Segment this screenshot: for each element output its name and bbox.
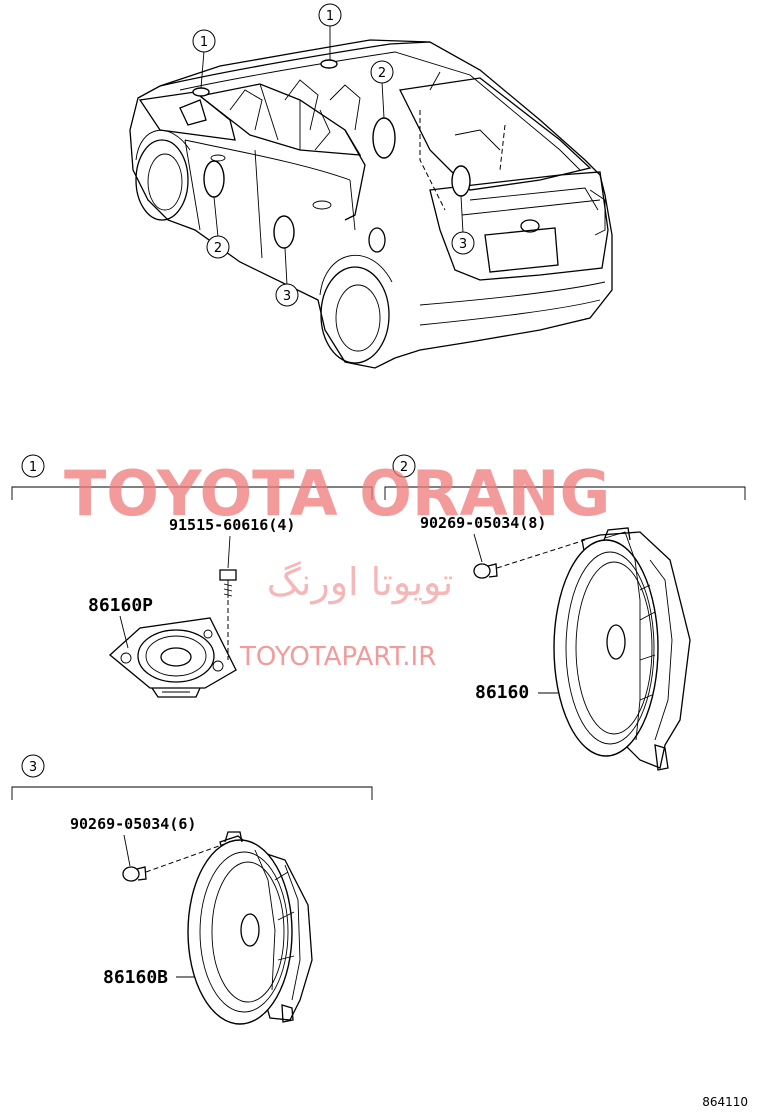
part-number-90269-6: 90269-05034(6) bbox=[70, 815, 196, 833]
clip-icon-2 bbox=[122, 866, 147, 882]
section-2-circle bbox=[392, 454, 416, 478]
section-1: 1 91515-60616(4) 86160P bbox=[11, 454, 373, 698]
callout-circle-2b bbox=[206, 235, 230, 259]
rear-speaker-icon bbox=[187, 831, 313, 1025]
callout-2a-label: 2 bbox=[378, 66, 386, 81]
callout-1b-label: 1 bbox=[326, 9, 334, 24]
callout-3b-label: 3 bbox=[283, 289, 291, 304]
section-3-circle bbox=[21, 754, 45, 778]
callout-circle-2a bbox=[370, 60, 394, 84]
part-number-86160p: 86160P bbox=[88, 595, 153, 616]
bolt-icon bbox=[219, 569, 237, 598]
section-3-number: 3 bbox=[29, 760, 37, 775]
part-number-86160b: 86160B bbox=[103, 967, 168, 988]
section-1-number: 1 bbox=[29, 460, 37, 475]
callout-circle-1a bbox=[192, 29, 216, 53]
callout-circle-1b bbox=[318, 3, 342, 27]
car-illustration bbox=[129, 39, 613, 369]
watermark-persian: تویوتا اورنگ bbox=[267, 560, 454, 605]
callout-circle-3a bbox=[451, 231, 475, 255]
watermark: TOYOTA ORANG تویوتا اورنگ TOYOTAPART.IR bbox=[64, 457, 610, 672]
part-number-86160: 86160 bbox=[475, 682, 529, 703]
callout-circle-3b bbox=[275, 283, 299, 307]
section-2-number: 2 bbox=[400, 460, 408, 475]
clip-icon bbox=[473, 563, 498, 579]
watermark-url: TOYOTAPART.IR bbox=[239, 642, 436, 672]
callout-3a-label: 3 bbox=[459, 237, 467, 252]
car-callouts: 1 1 2 2 3 3 bbox=[192, 3, 475, 307]
section-1-circle bbox=[21, 454, 45, 478]
figure-id: 864110 bbox=[702, 1095, 748, 1109]
tweeter-speaker-icon bbox=[109, 617, 237, 698]
section-3: 3 90269-05034(6) 86160B bbox=[11, 754, 373, 1025]
section-2: 2 90269-05034(8) 86160 bbox=[384, 454, 746, 771]
door-speaker-icon bbox=[553, 527, 691, 771]
part-number-91515: 91515-60616(4) bbox=[169, 516, 295, 534]
watermark-brand: TOYOTA ORANG bbox=[64, 457, 610, 530]
part-number-90269-8: 90269-05034(8) bbox=[420, 514, 546, 532]
callout-1a-label: 1 bbox=[200, 35, 208, 50]
callout-2b-label: 2 bbox=[214, 241, 222, 256]
